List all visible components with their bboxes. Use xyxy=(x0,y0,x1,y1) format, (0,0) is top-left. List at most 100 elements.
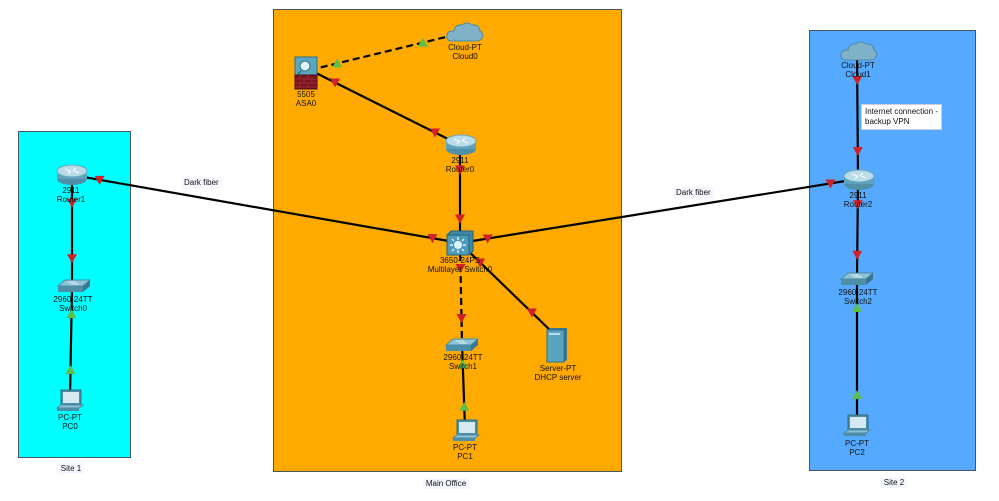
device-pc0[interactable] xyxy=(55,389,85,413)
asa0-name: ASA0 xyxy=(295,99,317,108)
pc2-name: PC2 xyxy=(849,448,865,457)
link-mls0-router2[interactable] xyxy=(459,177,859,245)
pc0-model: PC-PT xyxy=(58,413,82,422)
pc-icon xyxy=(451,419,481,441)
link-status-down-icon xyxy=(852,250,863,260)
router0-model: 2911 xyxy=(451,156,469,165)
link-status-down-icon xyxy=(482,234,493,244)
router0-label: 2911 Router0 xyxy=(446,156,474,174)
device-cloud0[interactable] xyxy=(446,21,484,43)
link-mls0-switch1[interactable] xyxy=(458,242,464,344)
link-status-down-icon xyxy=(852,147,863,157)
link-status-up-icon xyxy=(852,303,862,312)
link-status-up-icon xyxy=(852,390,862,399)
link-cloud1-router2[interactable] xyxy=(855,51,860,180)
link-switch0-pc0[interactable] xyxy=(68,285,74,399)
device-pc2[interactable] xyxy=(842,414,872,438)
vpn-note-line2: backup VPN xyxy=(865,117,910,126)
cloud1-name: Cloud1 xyxy=(845,70,871,79)
mls0-model: 3650-24PS xyxy=(439,256,481,265)
link-status-up-icon xyxy=(459,401,470,411)
router0-name: Router0 xyxy=(445,165,475,174)
switch2-model: 2960-24TT xyxy=(838,288,878,297)
dark-fiber-label-right: Dark fiber xyxy=(673,187,714,199)
router2-name: Router2 xyxy=(843,200,873,209)
router1-name: Router1 xyxy=(56,195,86,204)
switch1-model: 2960-24TT xyxy=(443,353,483,362)
server-icon xyxy=(546,328,567,363)
cloud-icon xyxy=(840,41,878,61)
device-server[interactable] xyxy=(546,327,568,363)
device-switch0[interactable] xyxy=(56,279,92,293)
router-icon xyxy=(445,134,477,155)
cloud1-label: Cloud-PT Cloud1 xyxy=(841,61,875,79)
link-status-down-icon xyxy=(852,75,863,85)
area-site2 xyxy=(809,30,976,471)
vpn-note-line1: Internet connection - xyxy=(865,107,938,116)
router1-label: 2911 Router1 xyxy=(57,186,85,204)
link-status-down-icon xyxy=(94,175,105,185)
pc-icon xyxy=(55,389,85,411)
multilayer-switch-icon xyxy=(446,230,474,256)
link-status-down-icon xyxy=(67,198,77,208)
link-router1-mls0[interactable] xyxy=(71,173,461,245)
pc1-model: PC-PT xyxy=(453,443,477,452)
link-status-down-icon xyxy=(852,200,863,210)
server-label: Server-PT DHCP server xyxy=(535,364,582,382)
mls0-label: 3650-24PS Multilayer Switch0 xyxy=(428,256,492,274)
device-mls0[interactable] xyxy=(446,230,474,256)
switch-icon xyxy=(56,279,92,292)
link-status-up-icon xyxy=(332,58,343,68)
vpn-note: Internet connection - backup VPN xyxy=(861,104,942,130)
dark-fiber-label-left: Dark fiber xyxy=(181,177,222,189)
pc0-label: PC-PT PC0 xyxy=(58,413,82,431)
router-icon xyxy=(843,169,875,190)
router1-model: 2911 xyxy=(62,186,80,195)
switch1-label: 2960-24TT Switch1 xyxy=(443,353,482,371)
cloud0-name: Cloud0 xyxy=(452,52,478,61)
server-name: DHCP server xyxy=(534,373,582,382)
link-switch1-pc1[interactable] xyxy=(460,342,467,429)
switch-icon xyxy=(839,272,875,285)
cloud-icon xyxy=(446,22,484,42)
link-router2-switch2[interactable] xyxy=(855,178,860,281)
link-status-down-icon xyxy=(455,165,465,175)
switch-icon xyxy=(444,338,480,351)
switch0-model: 2960-24TT xyxy=(53,295,93,304)
switch0-label: 2960-24TT Switch0 xyxy=(53,295,92,313)
link-status-down-icon xyxy=(330,78,341,88)
mls0-name: Multilayer Switch0 xyxy=(427,265,493,274)
switch1-name: Switch1 xyxy=(448,362,478,371)
cloud0-model: Cloud-PT xyxy=(448,43,482,52)
link-asa0-cloud0[interactable] xyxy=(309,34,451,72)
asa0-label: 5505 ASA0 xyxy=(296,90,316,108)
device-switch1[interactable] xyxy=(444,338,480,352)
link-status-up-icon xyxy=(65,365,76,375)
link-status-down-icon xyxy=(475,258,486,268)
device-router2[interactable] xyxy=(843,169,875,191)
link-status-up-icon xyxy=(66,308,77,318)
pc2-model: PC-PT xyxy=(845,439,869,448)
device-switch2[interactable] xyxy=(839,272,875,286)
device-router1[interactable] xyxy=(56,164,88,186)
router2-model: 2911 xyxy=(849,191,867,200)
device-asa0[interactable] xyxy=(294,56,318,90)
pc1-name: PC1 xyxy=(457,452,473,461)
link-status-down-icon xyxy=(67,254,77,264)
switch0-name: Switch0 xyxy=(58,304,88,313)
link-status-up-icon xyxy=(457,359,468,369)
pc0-name: PC0 xyxy=(62,422,78,431)
device-cloud1[interactable] xyxy=(840,40,878,62)
device-pc1[interactable] xyxy=(451,419,481,443)
pc1-label: PC-PT PC1 xyxy=(453,443,477,461)
firewall-icon xyxy=(294,56,318,90)
link-status-down-icon xyxy=(429,128,440,138)
switch2-name: Switch2 xyxy=(843,297,873,306)
link-status-down-icon xyxy=(455,214,465,224)
pc2-label: PC-PT PC2 xyxy=(845,439,869,457)
cloud1-model: Cloud-PT xyxy=(841,61,875,70)
link-status-up-icon xyxy=(417,37,428,47)
link-mls0-server[interactable] xyxy=(459,242,553,333)
cloud0-label: Cloud-PT Cloud0 xyxy=(448,43,482,61)
device-router0[interactable] xyxy=(445,134,477,156)
